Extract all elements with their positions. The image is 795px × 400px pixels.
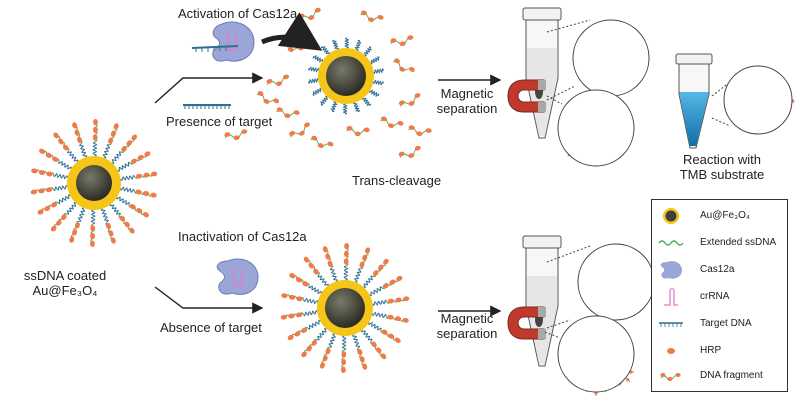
dna-fragment-free (380, 116, 404, 129)
legend-item-crrna: crRNA (652, 287, 789, 307)
cas12a-inactive (216, 258, 259, 295)
crrna-icon (664, 288, 678, 306)
magnetic-separation-bottom-line2: separation (436, 326, 498, 341)
legend-label-au-fe3o4: Au@Fe₃O₄ (700, 210, 750, 221)
branch-arrow-down (154, 286, 264, 314)
reaction-label-line2: TMB substrate (679, 167, 765, 182)
zoom-circle-bottom-empty (577, 243, 655, 321)
legend-item-target-dna: Target DNA (652, 314, 789, 334)
legend-label-dna-fragment: DNA fragment (700, 370, 763, 381)
legend-item-cas12a: Cas12a (652, 260, 789, 280)
cas12a-icon (660, 261, 682, 279)
magnetic-separation-top-line1: Magnetic (440, 86, 494, 101)
legend-item-au-fe3o4: Au@Fe₃O₄ (652, 206, 789, 226)
intact-particle-bottom (280, 243, 410, 373)
dna-fragment-icon (660, 373, 681, 381)
dna-fragment-free (289, 122, 310, 138)
branch-arrow-up (154, 72, 264, 104)
magnetic-separation-top-line2: separation (436, 101, 498, 116)
trans-cleavage-label: Trans-cleavage (352, 173, 442, 188)
extended-ssdna-icon (658, 240, 684, 246)
legend-label-hrp: HRP (700, 345, 722, 356)
target-dna-icon (659, 322, 683, 327)
magnet-top (507, 79, 546, 113)
cas12a-target-complex (191, 21, 255, 62)
au-fe3o4-particle-icon (663, 208, 679, 224)
legend-item-dna-fragment: DNA fragment (652, 366, 789, 386)
legend-item-extended-ssdna: Extended ssDNA (652, 233, 789, 253)
inactivation-label: Inactivation of Cas12a (178, 229, 307, 244)
dna-fragment-free (266, 74, 290, 87)
zoom-circle-top-particles (557, 89, 635, 167)
ssdna-coated-label-line2: Au@Fe₃O₄ (32, 283, 98, 298)
legend-box: Au@Fe₃O₄ Extended ssDNA Cas12a crRNA Tar… (651, 199, 788, 392)
tube-bottom (522, 235, 562, 367)
dna-fragment-free (224, 129, 248, 141)
dna-fragment-free (256, 91, 280, 104)
magnet-bottom (507, 306, 546, 340)
legend-label-crrna: crRNA (700, 291, 730, 302)
hrp-icon (667, 348, 675, 354)
dna-fragment-free (393, 58, 415, 72)
legend-label-target-dna: Target DNA (700, 318, 752, 329)
dna-fragment-free (310, 135, 334, 148)
activation-arrow (261, 12, 323, 51)
absence-label: Absence of target (160, 320, 262, 335)
dna-fragment-free (346, 126, 370, 137)
legend-item-hrp: HRP (652, 341, 789, 361)
ssdna-coated-particle-left (30, 119, 158, 247)
dna-fragment-free (408, 125, 432, 137)
legend-label-extended-ssdna: Extended ssDNA (700, 237, 777, 248)
dna-fragment-free (398, 93, 421, 107)
activation-label: Activation of Cas12a (178, 6, 298, 21)
reaction-label-line1: Reaction with (682, 152, 762, 167)
dna-fragment-free (298, 7, 321, 20)
zoom-circle-top-fragments (572, 19, 650, 97)
dna-fragment-free (360, 10, 384, 23)
legend-label-cas12a: Cas12a (700, 264, 735, 275)
magnetic-separation-bottom-line1: Magnetic (440, 311, 494, 326)
zoom-circle-tmb (723, 65, 793, 135)
ssdna-coated-label-line1: ssDNA coated (23, 268, 107, 283)
dna-fragment-free (398, 145, 421, 158)
tmb-tube (675, 53, 713, 149)
zoom-circle-bottom-particles (557, 315, 635, 393)
dna-fragment-free (276, 107, 300, 119)
cleaved-particle-top (307, 37, 385, 115)
target-dna-strand (183, 104, 231, 109)
dna-fragment-free (390, 35, 414, 47)
tube-top (522, 7, 562, 139)
presence-label: Presence of target (166, 114, 273, 129)
